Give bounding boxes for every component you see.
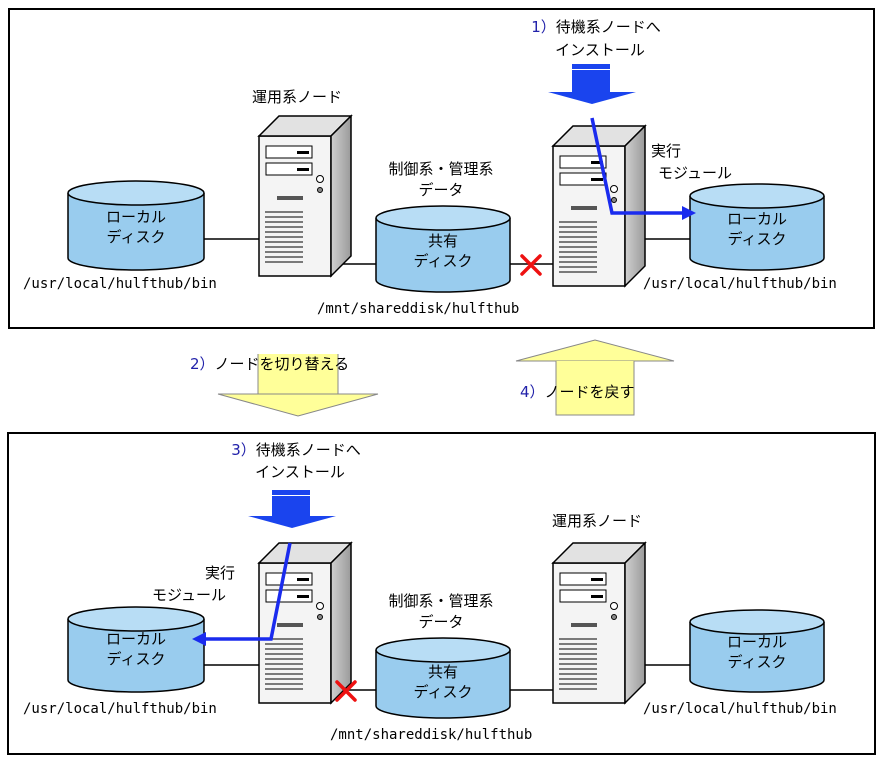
step3-number: 3） [231,441,256,459]
deploy-arrowhead-bottom [192,632,206,646]
shared-disk-line1-bottom: 共有 [427,663,458,681]
left-disk-label-top: ローカル ディスク [76,207,196,247]
exec-module-line1-top: 実行 [650,142,681,160]
right-disk-label-bottom: ローカル ディスク [697,632,817,672]
shared-data-line2-top: データ [418,181,464,199]
disconnect-cross-top [520,254,542,276]
right-disk-line1-top: ローカル [726,210,787,228]
disk-right-local-top [689,183,825,271]
deploy-line-bottom [205,542,292,641]
step4-text: ノードを戻す [544,383,635,401]
exec-module-line1-bottom: 実行 [204,564,235,582]
step1-label: 1）待機系ノードへ [506,17,686,38]
install-arrow-bottom [248,490,336,528]
left-disk-line2-top: ディスク [106,228,166,246]
left-path-bottom: /usr/local/hulfthub/bin [23,701,217,717]
shared-data-line1-top: 制御系・管理系 [388,160,494,178]
server-active-bottom [552,542,646,704]
disk-left-local-top [67,180,205,271]
install-arrow-top [548,64,636,104]
step2-number: 2） [190,355,215,373]
switch-arrow-down [217,354,379,417]
step2-label: 2）ノードを切り替える [190,354,410,375]
left-disk-line1-bottom: ローカル [105,630,166,648]
left-path-top: /usr/local/hulfthub/bin [23,276,217,292]
shared-path-bottom: /mnt/shareddisk/hulfthub [330,727,533,743]
shared-data-line1-bottom: 制御系・管理系 [388,592,494,610]
step3-label: 3）待機系ノードへ [206,440,386,461]
server-active-top [258,115,352,277]
active-node-label-bottom: 運用系ノード [551,512,642,530]
shared-data-line2-bottom: データ [418,613,464,631]
bottom-panel-frame [7,432,876,755]
exec-module-line2-bottom: モジュール [152,586,226,604]
disk-shared-top [375,205,511,293]
step3-line2: インストール [255,463,345,481]
active-node-label-top: 運用系ノード [251,88,342,106]
right-path-bottom: /usr/local/hulfthub/bin [643,701,837,717]
deploy-arrowhead-top [682,206,696,220]
right-disk-label-top: ローカル ディスク [697,209,817,249]
disk-right-local-bottom [689,609,825,693]
shared-disk-line2-top: ディスク [413,252,473,270]
left-disk-line1-top: ローカル [105,208,166,226]
shared-disk-label-top: 共有 ディスク [383,231,503,271]
return-arrow-up [515,339,675,416]
step4-label: 4）ノードを戻す [520,382,680,403]
step3-line1: 待機系ノードへ [255,441,361,459]
right-disk-line1-bottom: ローカル [726,633,787,651]
exec-module-line2-top: モジュール [658,164,732,182]
left-disk-line2-bottom: ディスク [106,650,166,668]
shared-path-top: /mnt/shareddisk/hulfthub [317,301,520,317]
step2-text: ノードを切り替える [214,355,350,373]
disconnect-cross-bottom [335,680,357,702]
disk-left-local-bottom [67,606,205,693]
step1-number: 1） [531,18,556,36]
step1-line1: 待機系ノードへ [555,18,661,36]
deploy-line-top [590,117,685,215]
shared-disk-line1-top: 共有 [427,232,458,250]
step1-line2: インストール [555,41,645,59]
shared-disk-label-bottom: 共有 ディスク [383,662,503,702]
right-path-top: /usr/local/hulfthub/bin [643,276,837,292]
right-disk-line2-bottom: ディスク [727,653,787,671]
step4-number: 4） [520,383,545,401]
right-disk-line2-top: ディスク [727,230,787,248]
disk-shared-bottom [375,637,511,719]
left-disk-label-bottom: ローカル ディスク [76,629,196,669]
shared-disk-line2-bottom: ディスク [413,683,473,701]
